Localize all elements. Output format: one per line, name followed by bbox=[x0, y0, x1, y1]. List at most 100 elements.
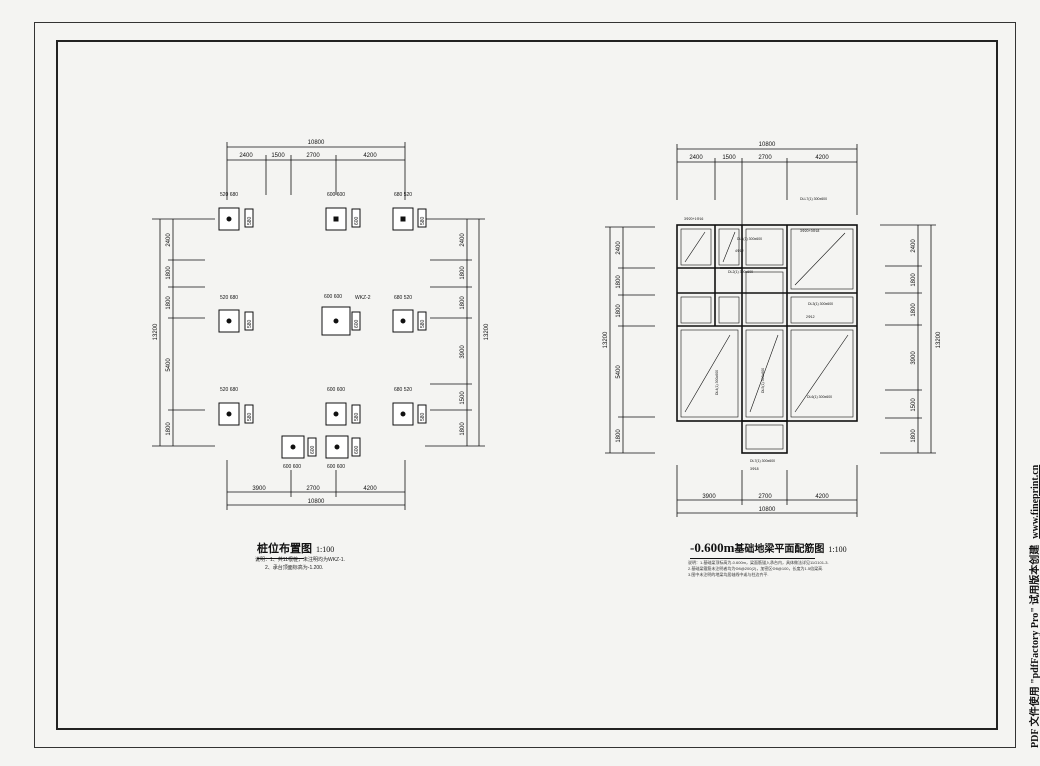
wkz-tag: WKZ-2 bbox=[355, 295, 371, 301]
pile-dim-right-total: 13200 bbox=[484, 323, 490, 340]
pile-dim-right-seg: 1500 bbox=[460, 391, 466, 405]
pile-cap-label: 600 600 bbox=[327, 192, 345, 198]
beam-grid-inner bbox=[680, 228, 854, 450]
beam-plan-scale: 1:100 bbox=[828, 545, 847, 554]
beam-label: DL6(1) 300x600 bbox=[807, 395, 832, 399]
beam-label: DL2(1) 300x600 bbox=[728, 270, 753, 274]
rebar-label: 3Φ20+3Φ18 bbox=[800, 229, 819, 233]
pile-cap: 680 520 580 bbox=[392, 295, 427, 333]
pile-cap-label: 520 680 bbox=[220, 387, 238, 393]
beam-label: DL5(1) 300x600 bbox=[761, 368, 765, 393]
beam-plan-note: 3.图中未注明的地梁均居轴线中或与柱边齐平. bbox=[688, 572, 769, 577]
drawing-border-inner bbox=[56, 40, 998, 730]
beam-dim-top-seg: 1500 bbox=[722, 155, 736, 161]
beam-label: DLL7(1) 300x600 bbox=[800, 197, 827, 201]
pile-cap-side: 580 bbox=[420, 412, 426, 421]
pile-plan-dim-text: 10800 2400 1500 2700 4200 3900 2700 4200… bbox=[153, 140, 490, 505]
pile-dim-bottom-total: 10800 bbox=[308, 499, 325, 505]
pile-cap: 600 600 WKZ-2 600 bbox=[321, 294, 371, 336]
pile-cap: 600 600 600 bbox=[281, 435, 317, 470]
pile-cap-label: 600 600 bbox=[283, 464, 301, 470]
beam-dim-left-seg: 5400 bbox=[616, 365, 622, 379]
pile-plan-notes: 说明：1、共11根桩，未注明均为WKZ-1. 2、承台顶面标高为-1.200. bbox=[255, 556, 345, 572]
rebar-label: 2Φ12 bbox=[806, 315, 815, 319]
pile-cap-label: 680 520 bbox=[394, 192, 412, 198]
pile-cap: 520 680 580 bbox=[218, 387, 254, 426]
beam-dim-bottom-seg: 3900 bbox=[702, 494, 716, 500]
rebar-label: 3Φ18 bbox=[750, 467, 759, 471]
pile-cap-side: 580 bbox=[247, 216, 253, 225]
pile-cap-side: 580 bbox=[247, 412, 253, 421]
pile-dim-right-seg: 3900 bbox=[460, 345, 466, 359]
rebar-label: 4Φ12 bbox=[735, 249, 744, 253]
pile-cap-label: 680 520 bbox=[394, 387, 412, 393]
pile-dim-top-seg: 2400 bbox=[239, 153, 253, 159]
beam-dim-bottom-seg: 4200 bbox=[815, 494, 829, 500]
beam-dim-right-total: 13200 bbox=[936, 331, 942, 348]
pile-plan bbox=[152, 142, 485, 510]
beam-label: DL4(1) 300x600 bbox=[715, 370, 719, 395]
watermark-text: PDF 文件使用 "pdfFactory Pro" 试用版本创建 bbox=[1030, 544, 1040, 748]
beam-dim-right-seg: 1800 bbox=[911, 303, 917, 317]
pile-dim-right-seg: 2400 bbox=[460, 233, 466, 247]
pile-cap-side: 600 bbox=[354, 319, 360, 328]
beam-dim-right-seg: 1800 bbox=[911, 429, 917, 443]
pile-dim-right-seg: 1800 bbox=[460, 266, 466, 280]
pile-dim-bottom-seg: 4200 bbox=[363, 486, 377, 492]
pile-dim-bottom-seg: 2700 bbox=[306, 486, 320, 492]
pile-dim-left-seg: 1800 bbox=[166, 296, 172, 310]
beam-dim-top-seg: 2400 bbox=[689, 155, 703, 161]
pile-cap-label: 600 600 bbox=[327, 464, 345, 470]
pile-cap-side: 580 bbox=[247, 319, 253, 328]
watermark-url[interactable]: www.fineprint.cn bbox=[1030, 464, 1040, 539]
beam-grid bbox=[676, 224, 858, 454]
beam-plan-notes: 说明：1.基础梁顶标高为-0.600m，梁面筋锚入承台内，具体做法详见11G10… bbox=[688, 560, 829, 578]
beam-plan-title-prefix: -0.600m bbox=[690, 540, 735, 555]
beam-dim-bottom-seg: 2700 bbox=[758, 494, 772, 500]
pile-caps: 520 680 580 600 600 600 680 520 580 520 680… bbox=[218, 192, 427, 470]
drawing-border-outer bbox=[34, 22, 1016, 748]
beam-dim-top-seg: 2700 bbox=[758, 155, 772, 161]
beam-dim-right-seg: 1800 bbox=[911, 273, 917, 287]
beam-dim-top-total: 10800 bbox=[759, 142, 776, 148]
beam-label: DL1(1) 300x600 bbox=[737, 237, 762, 241]
pile-cap: 680 520 580 bbox=[392, 387, 427, 426]
pile-cap-label: 520 680 bbox=[220, 192, 238, 198]
pile-plan-scale: 1:100 bbox=[316, 545, 335, 554]
pile-cap-side: 580 bbox=[354, 412, 360, 421]
pile-dim-left-seg: 1800 bbox=[166, 422, 172, 436]
pile-cap-side: 600 bbox=[354, 445, 360, 454]
pile-cap-side: 580 bbox=[420, 216, 426, 225]
beam-dim-right-seg: 1500 bbox=[911, 398, 917, 412]
pile-plan-note: 2、承台顶面标高为-1.200. bbox=[265, 565, 324, 571]
beam-dim-left-seg: 1800 bbox=[616, 275, 622, 289]
pile-dim-right-seg: 1800 bbox=[460, 296, 466, 310]
pile-cap-side: 600 bbox=[354, 216, 360, 225]
pile-cap-label: 600 600 bbox=[327, 387, 345, 393]
beam-dim-right-seg: 3900 bbox=[911, 351, 917, 365]
pile-cap: 520 680 580 bbox=[218, 192, 254, 231]
beam-plan-note: 说明：1.基础梁顶标高为-0.600m，梁面筋锚入承台内，具体做法详见11G10… bbox=[688, 560, 829, 565]
pile-dim-left-seg: 1800 bbox=[166, 266, 172, 280]
beam-dim-left-total: 13200 bbox=[603, 331, 609, 348]
pile-cap-label: 680 520 bbox=[394, 295, 412, 301]
pile-cap: 600 600 600 bbox=[325, 192, 361, 231]
pile-cap-side: 580 bbox=[420, 319, 426, 328]
rebar-label: 3Φ20+1Φ16 bbox=[684, 217, 703, 221]
beam-label: DL3(1) 300x600 bbox=[808, 302, 833, 306]
beam-plan bbox=[605, 144, 936, 517]
pile-dim-top-seg: 4200 bbox=[363, 153, 377, 159]
pile-cap: 600 600 580 bbox=[325, 387, 361, 426]
pile-cap-side: 600 bbox=[310, 445, 316, 454]
pile-cap: 520 680 580 bbox=[218, 295, 254, 333]
beam-dim-left-seg: 2400 bbox=[616, 241, 622, 255]
pdf-watermark: PDF 文件使用 "pdfFactory Pro" 试用版本创建 www.fine… bbox=[1026, 465, 1040, 748]
pile-cap-label: 520 680 bbox=[220, 295, 238, 301]
pile-dim-top-seg: 1500 bbox=[271, 153, 285, 159]
pile-dim-bottom-seg: 3900 bbox=[252, 486, 266, 492]
pile-dim-right-seg: 1800 bbox=[460, 422, 466, 436]
pile-cap-label: 600 600 bbox=[324, 294, 342, 300]
